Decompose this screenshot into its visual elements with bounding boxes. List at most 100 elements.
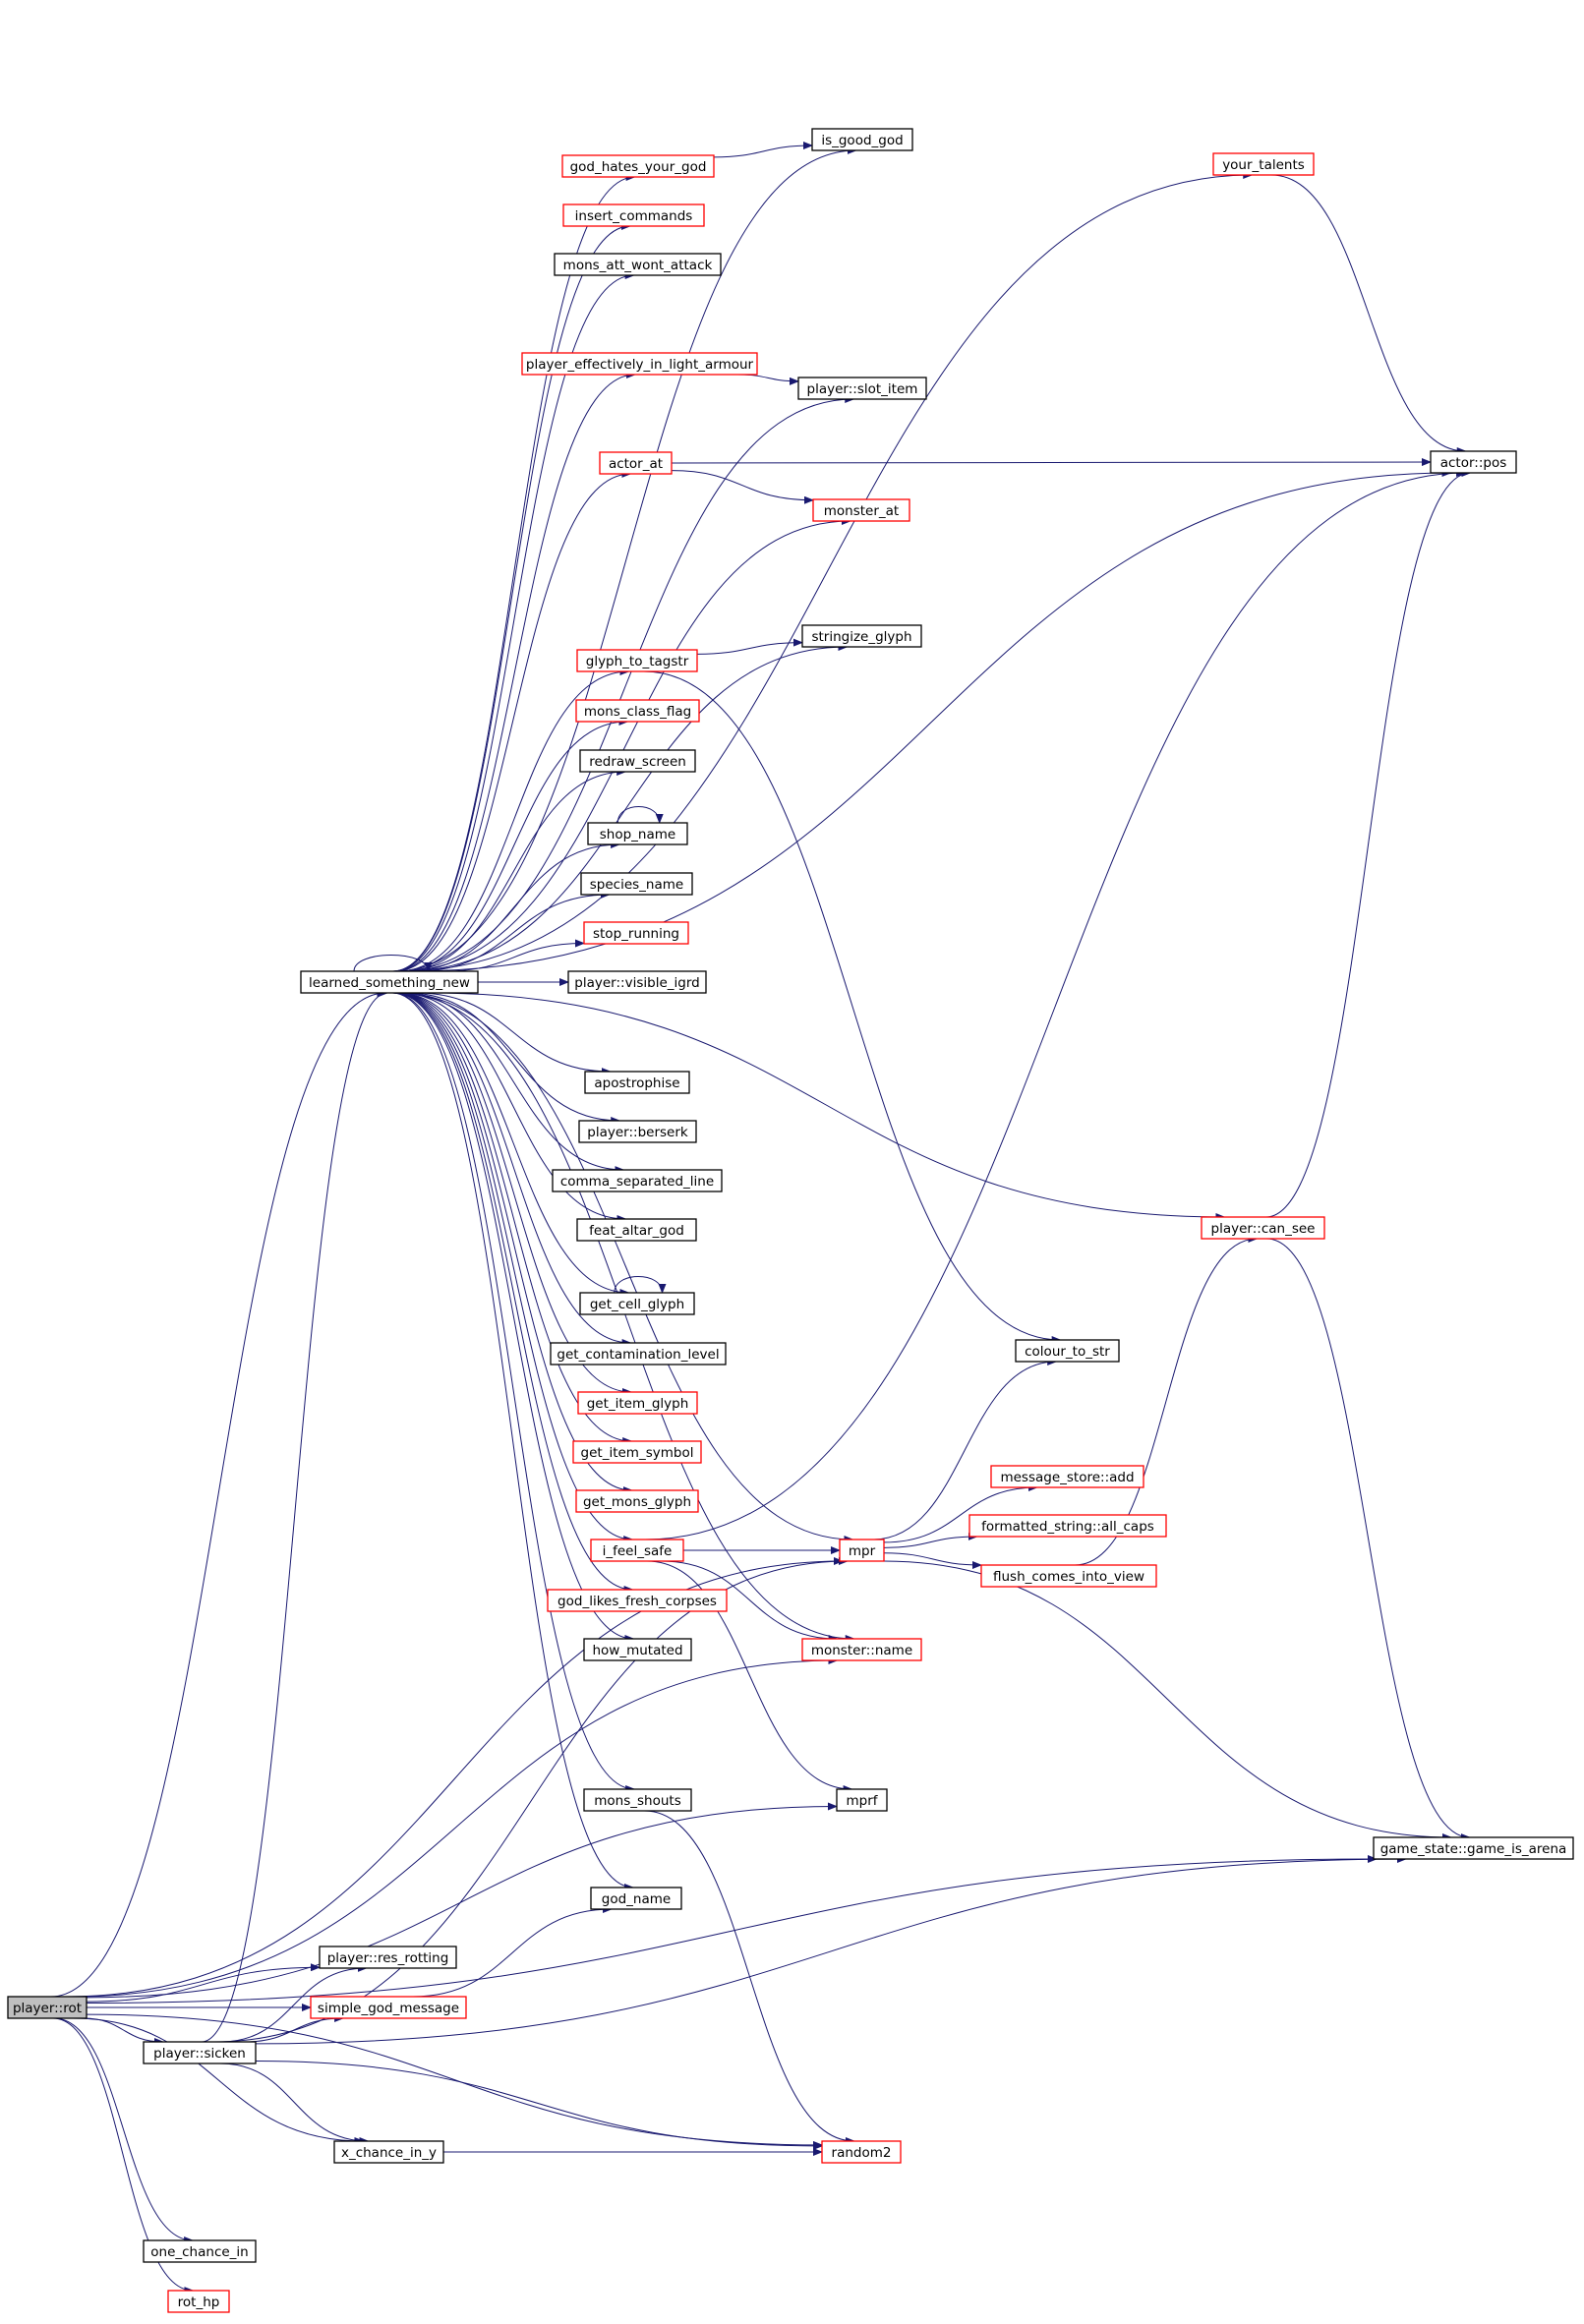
node-get-contam[interactable]: get_contamination_level (550, 1342, 727, 1365)
node-box (562, 203, 705, 227)
node-rot[interactable]: player::rot (7, 1996, 88, 2019)
node-feat-altar[interactable]: feat_altar_god (576, 1218, 697, 1242)
node-mprf[interactable]: mprf (836, 1788, 888, 1812)
node-label: species_name (590, 877, 683, 893)
edge-learned-to-stop_running (443, 939, 585, 972)
node-get-item-symbol[interactable]: get_item_symbol (572, 1440, 702, 1464)
node-monster-at[interactable]: monster_at (812, 498, 910, 522)
node-redraw-screen[interactable]: redraw_screen (579, 749, 696, 773)
node-box (980, 1564, 1157, 1588)
node-visible-igrd[interactable]: player::visible_igrd (567, 970, 707, 994)
node-insert-commands[interactable]: insert_commands (562, 203, 705, 227)
node-mons-shouts[interactable]: mons_shouts (583, 1788, 692, 1812)
node-res-rotting[interactable]: player::res_rotting (319, 1946, 457, 1969)
node-label: simple_god_message (318, 2001, 459, 2016)
node-simple-god-message[interactable]: simple_god_message (310, 1996, 467, 2019)
node-get-mons-glyph[interactable]: get_mons_glyph (575, 1489, 699, 1513)
node-get-cell-glyph[interactable]: get_cell_glyph (579, 1292, 695, 1315)
node-can-see[interactable]: player::can_see (1201, 1216, 1325, 1240)
edge-i_feel_safe-to-mprf (646, 1560, 853, 1793)
node-i-feel-safe[interactable]: i_feel_safe (590, 1539, 684, 1562)
node-label: actor::pos (1440, 455, 1507, 471)
node-one-chance-in[interactable]: one_chance_in (143, 2239, 257, 2263)
node-box (550, 1342, 727, 1365)
edge-mons_shouts-to-random2 (644, 1810, 856, 2145)
node-colour-to-str[interactable]: colour_to_str (1015, 1339, 1120, 1363)
node-your-talents[interactable]: your_talents (1212, 152, 1315, 176)
node-random2[interactable]: random2 (821, 2140, 902, 2164)
node-mons-class-flag[interactable]: mons_class_flag (575, 699, 700, 723)
node-x-chance-in-y[interactable]: x_chance_in_y (333, 2140, 444, 2164)
edge-learned-to-light_armour (393, 371, 637, 972)
node-box (575, 1489, 699, 1513)
node-box (797, 377, 927, 400)
edge-sicken-to-x_chance_in_y (219, 2063, 370, 2145)
node-label: player::visible_igrd (574, 975, 699, 991)
node-box (583, 1788, 692, 1812)
node-get-item-glyph[interactable]: get_item_glyph (577, 1391, 698, 1415)
edge-sicken-to-random2 (255, 2061, 823, 2150)
node-box (812, 498, 910, 522)
edge-i_feel_safe-to-monster_name (661, 1560, 839, 1643)
node-stop-running[interactable]: stop_running (583, 921, 689, 945)
node-box (590, 1539, 684, 1562)
edge-learned-to-apostrophise (416, 992, 612, 1075)
edge-god_hates-to-is_good_god (713, 142, 813, 158)
node-stringize-glyph[interactable]: stringize_glyph (801, 624, 922, 648)
edge-learned-to-your_talents (400, 171, 1254, 972)
node-box (561, 154, 715, 178)
edge-learned-to-mons_att (392, 271, 635, 972)
node-box (583, 921, 689, 945)
node-is-good-god[interactable]: is_good_god (811, 128, 913, 151)
edge-rot-to-game_is_arena (86, 1855, 1379, 2004)
edge-learned-to-species_name (416, 891, 611, 972)
node-sicken[interactable]: player::sicken (143, 2041, 257, 2064)
edge-learned-to-mons_shouts (392, 992, 636, 1793)
node-comma-sep[interactable]: comma_separated_line (552, 1169, 723, 1192)
edge-learned-to-can_see (428, 992, 1226, 1221)
edge-rot-to-x_chance_in_y (73, 2017, 365, 2145)
edge-learned-to-get_item_glyph (395, 992, 633, 1396)
node-msg-add[interactable]: message_store::add (990, 1465, 1144, 1488)
node-apostrophise[interactable]: apostrophise (584, 1071, 690, 1094)
node-shop-name[interactable]: shop_name (587, 822, 688, 845)
node-box (143, 2041, 257, 2064)
node-box (590, 1887, 682, 1910)
node-berserk[interactable]: player::berserk (578, 1120, 697, 1143)
edge-light_armour-to-slot_item (737, 374, 799, 385)
node-slot-item[interactable]: player::slot_item (797, 377, 927, 400)
edge-actor_at-to-monster_at (671, 470, 814, 504)
node-light-armour[interactable]: player_effectively_in_light_armour (521, 352, 758, 376)
node-glyph-to-tagstr[interactable]: glyph_to_tagstr (576, 649, 698, 672)
node-label: mons_class_flag (584, 704, 691, 720)
edge-learned-to-berserk (407, 992, 621, 1125)
edge-mpr-to-colour_to_str (872, 1358, 1058, 1540)
node-box (552, 1169, 723, 1192)
edge-learned-to-monster_at (399, 517, 851, 972)
node-monster-name[interactable]: monster::name (801, 1638, 922, 1661)
node-label: god_hates_your_god (570, 159, 707, 175)
node-label: formatted_string::all_caps (981, 1519, 1154, 1535)
node-species-name[interactable]: species_name (580, 872, 693, 896)
node-mpr[interactable]: mpr (839, 1539, 885, 1562)
edge-rot-to-res_rotting (86, 1963, 321, 2003)
node-learned[interactable]: learned_something_new (300, 970, 479, 994)
node-label: feat_altar_god (589, 1223, 684, 1239)
node-box (579, 749, 696, 773)
node-flush-view[interactable]: flush_comes_into_view (980, 1564, 1157, 1588)
node-label: player::slot_item (807, 381, 918, 397)
node-box (547, 1589, 728, 1612)
node-rot-hp[interactable]: rot_hp (167, 2290, 230, 2313)
node-actor-at[interactable]: actor_at (599, 451, 673, 475)
node-actor-pos[interactable]: actor::pos (1430, 450, 1517, 474)
node-game-is-arena[interactable]: game_state::game_is_arena (1373, 1836, 1574, 1860)
node-how-mutated[interactable]: how_mutated (583, 1638, 692, 1661)
node-all-caps[interactable]: formatted_string::all_caps (968, 1514, 1167, 1538)
edge-learned-to-learned (353, 955, 433, 972)
node-label: god_likes_fresh_corpses (557, 1594, 717, 1609)
node-god-name[interactable]: god_name (590, 1887, 682, 1910)
edge-learned-to-slot_item (397, 395, 855, 972)
node-god-likes[interactable]: god_likes_fresh_corpses (547, 1589, 728, 1612)
node-god-hates[interactable]: god_hates_your_god (561, 154, 715, 178)
node-mons-att[interactable]: mons_att_wont_attack (554, 253, 722, 276)
